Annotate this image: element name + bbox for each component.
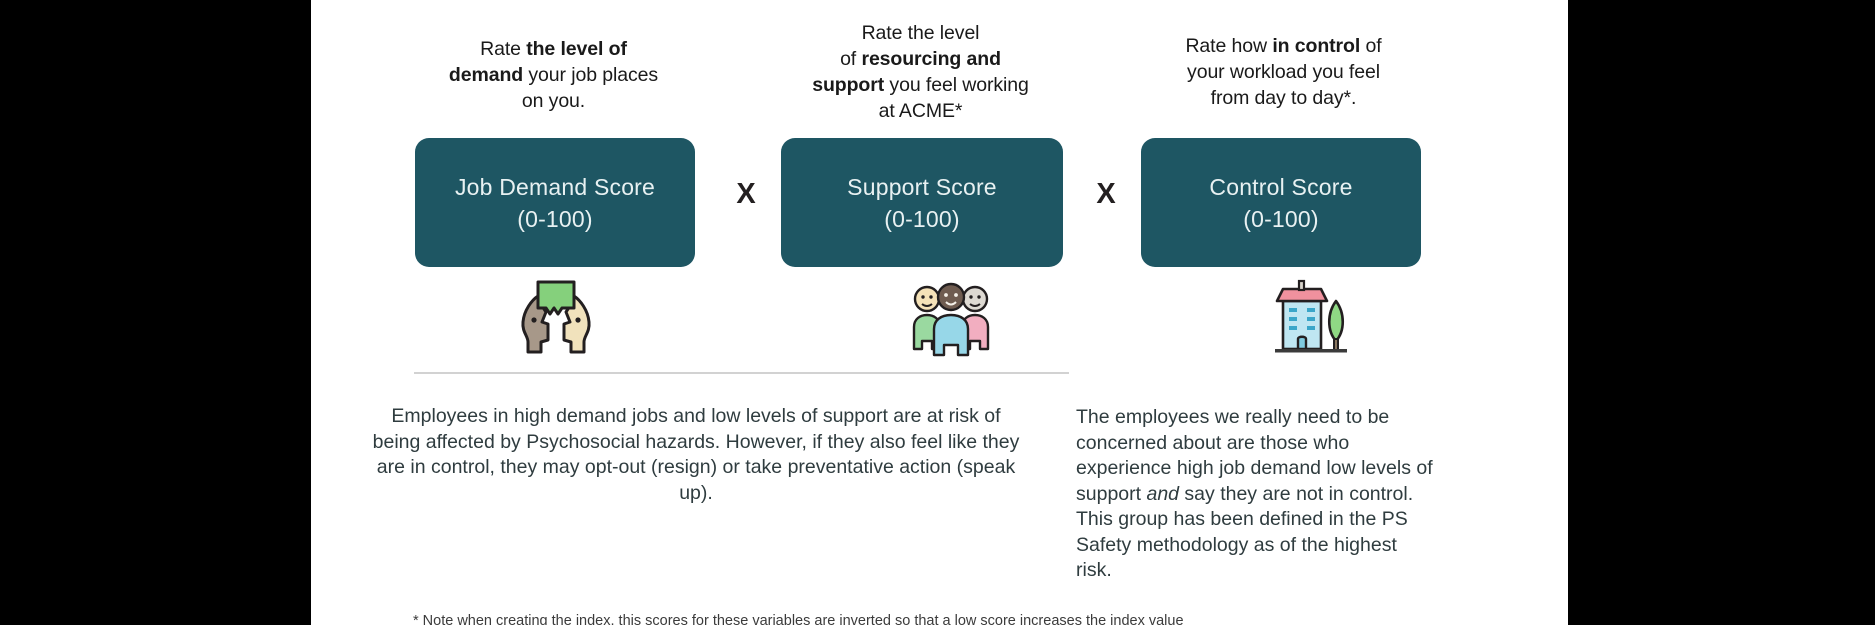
score-box-control[interactable]: Control Score (0-100) bbox=[1141, 138, 1421, 267]
letterbox-right-bar bbox=[1568, 0, 1875, 625]
paragraph-right-part1: The employees we really need to be conce… bbox=[1076, 406, 1433, 505]
paragraph-right-part2: say they are not in control. This group … bbox=[1076, 482, 1414, 582]
prompt-support-line2-bold: resourcing and bbox=[861, 48, 1001, 70]
score-box-control-title: Control Score bbox=[1209, 173, 1353, 200]
prompt-demand-line2-plain: your job places bbox=[523, 64, 659, 86]
prompt-support: Rate the level of resourcing and support… bbox=[773, 20, 1068, 124]
prompt-demand-line1-plain: Rate bbox=[480, 38, 527, 60]
prompt-demand-line1-bold: the level of bbox=[526, 38, 627, 60]
prompt-control: Rate how in control of your workload you… bbox=[1141, 33, 1426, 111]
prompt-support-line3-plain: you feel working bbox=[884, 74, 1029, 96]
score-box-support[interactable]: Support Score (0-100) bbox=[781, 138, 1063, 267]
three-people-icon bbox=[912, 282, 990, 357]
two-faces-speech-bubble-icon bbox=[521, 280, 591, 354]
prompt-support-line3-bold: support bbox=[812, 74, 885, 96]
multiplier-x-first: X bbox=[736, 178, 756, 210]
prompt-control-line1-bold: in control bbox=[1272, 35, 1361, 57]
score-box-job-demand-title: Job Demand Score bbox=[454, 173, 656, 200]
prompt-control-line2-plain: your workload you feel bbox=[1187, 61, 1380, 83]
slide-canvas: Rate the level of demand your job places… bbox=[311, 0, 1568, 625]
prompt-control-line1-tail: of bbox=[1360, 35, 1382, 57]
paragraph-left: Employees in high demand jobs and low le… bbox=[372, 405, 1020, 504]
icon-slot-support bbox=[891, 277, 1011, 359]
prompt-demand-line2-bold: demand bbox=[448, 64, 524, 86]
letterbox-left-bar bbox=[0, 0, 311, 625]
paragraph-right: The employees we really need to be conce… bbox=[1076, 405, 1436, 584]
multiplier-x-second: X bbox=[1096, 178, 1116, 210]
icon-slot-control bbox=[1251, 277, 1371, 359]
icon-slot-job-demand bbox=[471, 277, 641, 359]
prompt-job-demand: Rate the level of demand your job places… bbox=[411, 36, 696, 114]
paragraph-right-emphasis: and bbox=[1146, 482, 1180, 505]
score-box-control-range: (0-100) bbox=[1243, 205, 1319, 232]
prompt-support-line4-plain: at ACME* bbox=[878, 100, 963, 122]
office-building-tree-icon bbox=[1275, 279, 1347, 353]
prompt-demand-line3-plain: on you. bbox=[521, 90, 586, 112]
section-divider bbox=[414, 372, 1069, 374]
prompt-control-line3-plain: from day to day*. bbox=[1210, 87, 1357, 109]
score-box-job-demand-range: (0-100) bbox=[517, 205, 593, 232]
prompt-control-line1-plain: Rate how bbox=[1185, 35, 1273, 57]
score-box-support-range: (0-100) bbox=[884, 205, 960, 232]
prompt-support-line2-plain: of bbox=[840, 48, 862, 70]
footnote-note: * Note when creating the index, this sco… bbox=[413, 613, 1184, 625]
score-box-support-title: Support Score bbox=[847, 173, 997, 200]
score-box-job-demand[interactable]: Job Demand Score (0-100) bbox=[415, 138, 695, 267]
prompt-support-line1-plain: Rate the level bbox=[861, 22, 980, 44]
